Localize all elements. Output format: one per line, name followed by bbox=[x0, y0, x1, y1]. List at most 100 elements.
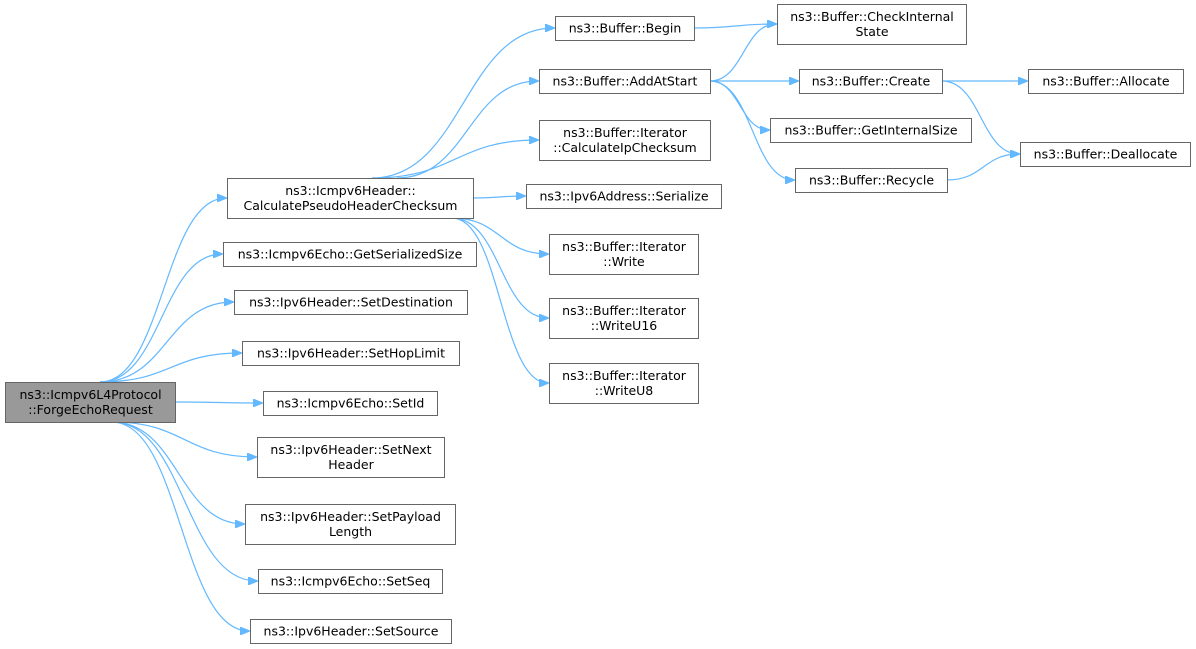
edge-forge-to-getser bbox=[99, 254, 222, 383]
node-box bbox=[263, 391, 438, 416]
node-box bbox=[795, 168, 948, 193]
node-box bbox=[549, 234, 699, 275]
node-dealloc[interactable]: ns3::Buffer::Deallocate bbox=[1020, 142, 1191, 167]
edge-addstart-to-recycle bbox=[709, 80, 794, 180]
node-box bbox=[777, 4, 967, 45]
node-write[interactable]: ns3::Buffer::Iterator::Write bbox=[549, 234, 699, 275]
edge-forge-to-setsrc bbox=[111, 421, 249, 631]
node-getint[interactable]: ns3::Buffer::GetInternalSize bbox=[770, 118, 972, 143]
node-box bbox=[799, 69, 943, 94]
node-box bbox=[539, 69, 711, 94]
node-box bbox=[1028, 69, 1184, 94]
node-sethop[interactable]: ns3::Ipv6Header::SetHopLimit bbox=[242, 341, 460, 366]
node-begin[interactable]: ns3::Buffer::Begin bbox=[555, 16, 695, 41]
node-setsrc[interactable]: ns3::Ipv6Header::SetSource bbox=[250, 619, 452, 644]
node-label: ns3::Icmpv6Echo::SetSeq bbox=[271, 574, 431, 589]
node-label: ns3::Buffer::Iterator bbox=[562, 239, 687, 254]
node-recycle[interactable]: ns3::Buffer::Recycle bbox=[795, 168, 948, 193]
edge-forge-to-setid bbox=[174, 402, 262, 403]
node-box bbox=[242, 341, 460, 366]
edge-forge-to-calc bbox=[99, 198, 226, 383]
edge-recycle-to-dealloc bbox=[946, 154, 1019, 181]
node-write16[interactable]: ns3::Buffer::Iterator::WriteU16 bbox=[549, 298, 699, 339]
edge-calc-to-begin bbox=[371, 28, 554, 179]
edge-calc-to-write bbox=[451, 217, 548, 254]
edge-forge-to-setdst bbox=[99, 302, 233, 383]
node-label: ns3::Buffer::AddAtStart bbox=[553, 74, 698, 89]
node-label: Header bbox=[328, 457, 374, 472]
node-label: ns3::Ipv6Address::Serialize bbox=[539, 189, 708, 204]
node-label: ::WriteU8 bbox=[595, 383, 654, 398]
node-create[interactable]: ns3::Buffer::Create bbox=[799, 69, 943, 94]
node-label: ns3::Ipv6Header::SetHopLimit bbox=[257, 346, 445, 361]
node-label: ns3::Buffer::Iterator bbox=[562, 303, 687, 318]
edge-calc-to-calcip bbox=[371, 140, 538, 179]
node-label: ns3::Ipv6Header::SetDestination bbox=[249, 295, 453, 310]
node-label: ::Write bbox=[603, 254, 645, 269]
node-box bbox=[5, 382, 176, 423]
node-box bbox=[555, 16, 695, 41]
node-box bbox=[526, 184, 722, 209]
node-addstart[interactable]: ns3::Buffer::AddAtStart bbox=[539, 69, 711, 94]
node-label: Length bbox=[329, 524, 372, 539]
node-box bbox=[250, 619, 452, 644]
node-box bbox=[1020, 142, 1191, 167]
node-box bbox=[234, 290, 468, 315]
edge-calc-to-write16 bbox=[451, 217, 548, 318]
edge-forge-to-setseq bbox=[111, 421, 257, 581]
node-write8[interactable]: ns3::Buffer::Iterator::WriteU8 bbox=[549, 363, 699, 404]
edge-calc-to-addstart bbox=[396, 81, 538, 179]
edge-forge-to-setpay bbox=[111, 421, 244, 524]
node-calcip[interactable]: ns3::Buffer::Iterator::CalculateIpChecks… bbox=[539, 120, 711, 161]
node-label: ns3::Buffer::CheckInternal bbox=[790, 9, 954, 24]
node-label: ns3::Buffer::Deallocate bbox=[1034, 147, 1178, 162]
edges-layer bbox=[99, 24, 1027, 631]
node-box bbox=[549, 363, 699, 404]
node-getser[interactable]: ns3::Icmpv6Echo::GetSerializedSize bbox=[223, 242, 477, 267]
node-box bbox=[539, 120, 711, 161]
node-label: ns3::Icmpv6Echo::GetSerializedSize bbox=[238, 247, 463, 262]
node-label: ::CalculateIpChecksum bbox=[553, 140, 697, 155]
node-label: ns3::Icmpv6Header:: bbox=[285, 183, 416, 198]
edge-calc-to-write8 bbox=[451, 217, 548, 383]
node-label: ns3::Buffer::GetInternalSize bbox=[784, 123, 957, 138]
node-label: State bbox=[855, 24, 888, 39]
node-allocate[interactable]: ns3::Buffer::Allocate bbox=[1028, 69, 1184, 94]
node-label: ns3::Icmpv6Echo::SetId bbox=[277, 396, 425, 411]
node-label: CalculatePseudoHeaderChecksum bbox=[244, 198, 458, 213]
node-label: ns3::Buffer::Iterator bbox=[563, 125, 688, 140]
node-label: ns3::Ipv6Header::SetNext bbox=[270, 442, 431, 457]
node-box bbox=[258, 569, 443, 594]
edge-calc-to-v6ser bbox=[472, 196, 525, 198]
node-setdst[interactable]: ns3::Ipv6Header::SetDestination bbox=[234, 290, 468, 315]
node-calc[interactable]: ns3::Icmpv6Header::CalculatePseudoHeader… bbox=[227, 178, 474, 219]
node-v6ser[interactable]: ns3::Ipv6Address::Serialize bbox=[526, 184, 722, 209]
node-label: ns3::Buffer::Iterator bbox=[562, 368, 687, 383]
edge-forge-to-setnext bbox=[111, 421, 256, 457]
node-box bbox=[223, 242, 477, 267]
node-setseq[interactable]: ns3::Icmpv6Echo::SetSeq bbox=[258, 569, 443, 594]
node-label: ns3::Buffer::Recycle bbox=[809, 173, 934, 188]
edge-forge-to-sethop bbox=[99, 353, 241, 383]
node-label: ns3::Buffer::Allocate bbox=[1042, 74, 1170, 89]
node-label: ::ForgeEchoRequest bbox=[28, 402, 153, 417]
node-box bbox=[257, 437, 445, 478]
node-label: ns3::Buffer::Begin bbox=[569, 21, 682, 36]
nodes-layer: ns3::Icmpv6L4Protocol::ForgeEchoRequestn… bbox=[5, 4, 1191, 644]
edge-create-to-dealloc bbox=[941, 80, 1019, 154]
edge-addstart-to-getint bbox=[709, 80, 769, 130]
node-forge[interactable]: ns3::Icmpv6L4Protocol::ForgeEchoRequest bbox=[5, 382, 176, 423]
node-box bbox=[549, 298, 699, 339]
node-label: ns3::Buffer::Create bbox=[812, 74, 931, 89]
node-box bbox=[245, 504, 456, 545]
node-box bbox=[227, 178, 474, 219]
node-box bbox=[770, 118, 972, 143]
node-label: ns3::Icmpv6L4Protocol bbox=[19, 387, 161, 402]
edge-begin-to-checkint bbox=[693, 24, 776, 29]
node-setid[interactable]: ns3::Icmpv6Echo::SetId bbox=[263, 391, 438, 416]
node-label: ns3::Ipv6Header::SetSource bbox=[264, 624, 439, 639]
